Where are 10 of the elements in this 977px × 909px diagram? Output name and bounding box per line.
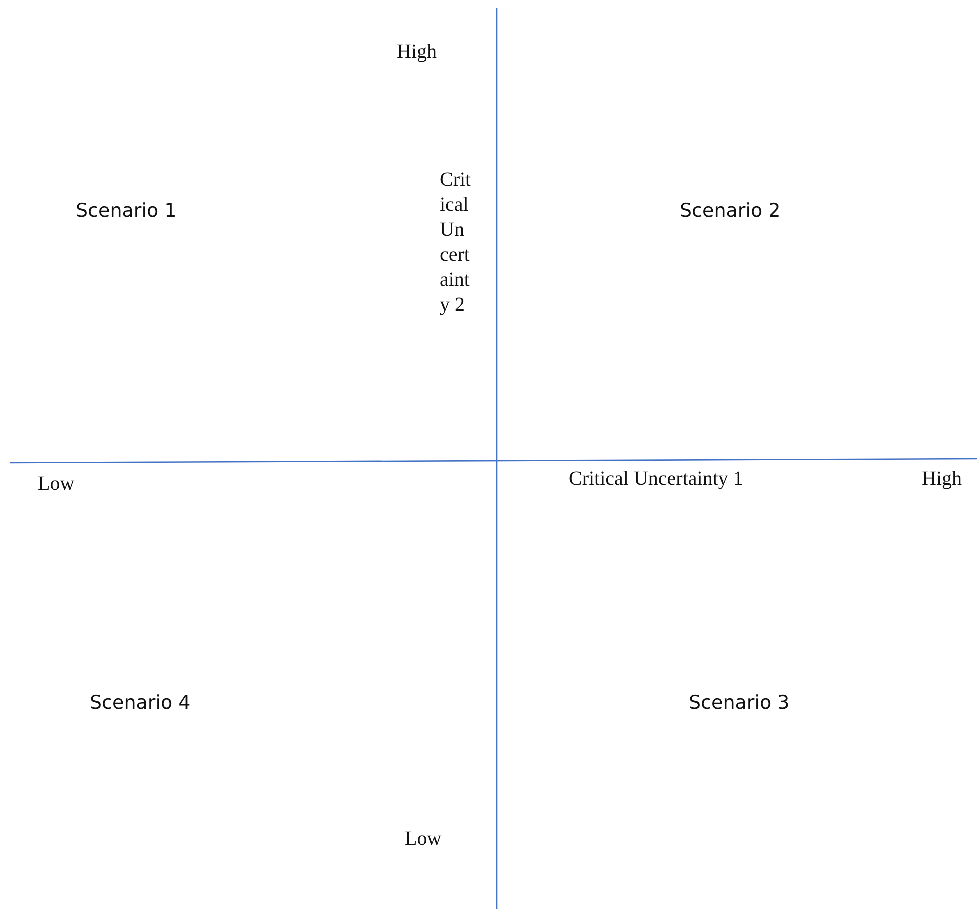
axis-title: Critical Uncertainty 1 [569,467,744,491]
axis-end-label: High [397,40,437,64]
axis-title: Critical Uncertainty 2 [440,168,472,318]
scenario-label: Scenario 4 [90,692,191,715]
scenario-label: Scenario 2 [680,200,781,223]
scenario-label: Scenario 1 [76,200,177,223]
scenario-label: Scenario 3 [689,692,790,715]
axis-end-label: Low [38,472,75,496]
axis-end-label: Low [405,827,442,851]
axis-end-label: High [922,467,962,491]
